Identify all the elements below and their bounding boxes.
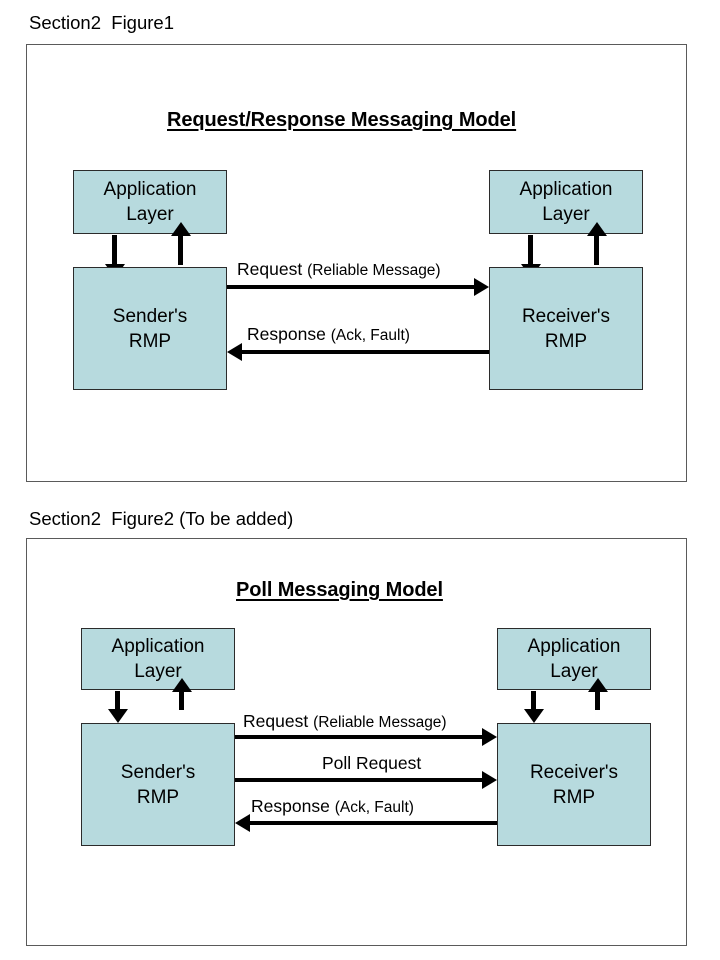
flow-label-main: Response [247,324,326,344]
arrow-head-left-icon [235,813,250,832]
figure-1-receiver-rmp: Receiver's RMP [489,267,643,390]
flow-label-detail: (Ack, Fault) [334,799,414,816]
node-label-line2: Layer [542,204,590,225]
figure-2-poll-request-arrow [235,770,497,789]
figure-1-sender-application-layer: Application Layer [73,170,227,234]
figure-1-sender-down-arrow [104,235,125,278]
figure-2-title: Poll Messaging Model [236,579,443,601]
figure-1-caption: Section2 Figure1 [29,12,175,33]
figure-1-title: Request/Response Messaging Model [167,109,517,131]
figure-2-sender-application-layer: Application Layer [81,628,235,690]
figure-1-sender-up-arrow [170,222,191,265]
figure-1-response-arrow [227,342,489,361]
figure-2-request-arrow [235,727,497,746]
flow-label-main: Request [243,711,309,731]
node-label-line1: Application [111,636,205,657]
arrow-head-up-icon [170,222,191,236]
node-label-line1: Sender's [120,761,196,783]
flow-label-main: Poll Request [322,753,422,773]
figure-2-request-label: Request (Reliable Message) [243,711,447,733]
node-label-line2: RMP [552,786,596,808]
node-label-line2: Layer [134,661,182,682]
arrow-head-down-icon [523,709,544,723]
node-label-line1: Sender's [112,305,188,327]
figure-2-sender-up-arrow [171,678,192,710]
arrow-head-up-icon [171,678,192,692]
figure-2-receiver-up-arrow [587,678,608,710]
arrow-head-right-icon [474,277,489,296]
figure-2-sender-rmp: Sender's RMP [81,723,235,846]
figure-2-poll-request-label: Poll Request [322,753,421,775]
flow-label-detail: (Reliable Message) [313,714,447,731]
node-label-line1: Receiver's [529,761,619,783]
node-label-line1: Receiver's [521,305,611,327]
node-label-line2: Layer [550,661,598,682]
arrow-head-up-icon [586,222,607,236]
node-label-line2: Layer [126,204,174,225]
figure-1-response-label: Response (Ack, Fault) [247,324,410,346]
figure-1-receiver-application-layer: Application Layer [489,170,643,234]
figure-1-receiver-up-arrow [586,222,607,265]
figure-2-receiver-application-layer: Application Layer [497,628,651,690]
flow-label-main: Request [237,259,303,279]
flow-label-detail: (Ack, Fault) [330,327,410,344]
figure-1-frame: Request/Response Messaging Model Applica… [26,44,687,482]
node-label-line1: Application [103,179,197,200]
node-label-line2: RMP [136,786,180,808]
flow-label-main: Response [251,796,330,816]
figure-1-receiver-down-arrow [520,235,541,278]
figure-2-frame: Poll Messaging Model Application Layer S… [26,538,687,946]
figure-2-caption: Section2 Figure2 (To be added) [29,508,294,529]
figure-2-receiver-rmp: Receiver's RMP [497,723,651,846]
figure-2-receiver-down-arrow [523,691,544,723]
figure-1-request-label: Request (Reliable Message) [237,259,441,281]
figure-2-response-arrow [235,813,497,832]
figure-2-response-label: Response (Ack, Fault) [251,796,414,818]
figure-2-sender-down-arrow [107,691,128,723]
flow-label-detail: (Reliable Message) [307,262,441,279]
node-label-line1: Application [519,179,613,200]
arrow-head-right-icon [482,727,497,746]
arrow-head-left-icon [227,342,242,361]
node-label-line2: RMP [544,330,588,352]
arrow-head-down-icon [107,709,128,723]
arrow-head-up-icon [587,678,608,692]
node-label-line2: RMP [128,330,172,352]
arrow-head-right-icon [482,770,497,789]
figure-1-sender-rmp: Sender's RMP [73,267,227,390]
node-label-line1: Application [527,636,621,657]
figure-1-request-arrow [227,277,489,296]
